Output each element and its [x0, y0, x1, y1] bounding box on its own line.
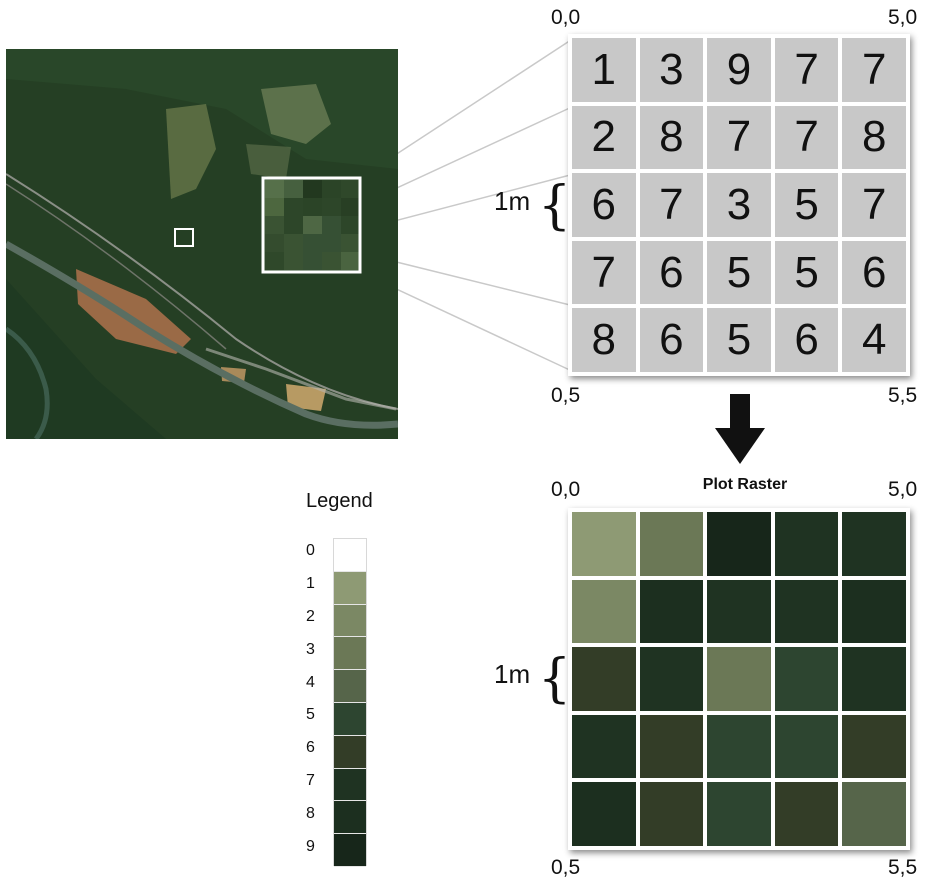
- coord-top-right: 5,0: [888, 6, 918, 29]
- raster-cell: [572, 782, 636, 846]
- legend-swatch: [334, 768, 366, 802]
- legend-swatch: [334, 735, 366, 769]
- legend-label: 5: [306, 706, 315, 724]
- raster-cell: [572, 512, 636, 576]
- raster-cell: [572, 579, 636, 644]
- raster-cell: [707, 714, 771, 779]
- raster-cell: [842, 714, 906, 779]
- grid-value-cell: 4: [842, 308, 906, 372]
- grid-value-cell: 8: [842, 105, 906, 170]
- arrow-down-icon: [715, 394, 765, 464]
- raster-cell: [707, 647, 771, 711]
- legend-label: 9: [306, 837, 315, 855]
- grid-value-cell: 6: [774, 308, 839, 372]
- raster-cell: [639, 512, 704, 576]
- legend-color-bar: [333, 538, 367, 867]
- zoom-inset: [261, 176, 362, 274]
- coord-top-left: 0,0: [551, 6, 581, 29]
- raster-cell: [774, 647, 839, 711]
- legend-label: 2: [306, 608, 315, 625]
- grid-value-cell: 6: [639, 308, 704, 372]
- scale-label: 1m: [494, 659, 531, 689]
- grid-value-cell: 5: [707, 308, 771, 372]
- legend-swatch: [334, 834, 366, 867]
- grid-value-cell: 7: [707, 105, 771, 170]
- grid-value-cell: 5: [774, 240, 839, 305]
- raster-cell: [639, 647, 704, 711]
- raster-cell: [774, 714, 839, 779]
- raster-cell: [842, 647, 906, 711]
- coord-top-left: 0,0: [551, 478, 581, 501]
- legend-label: 1: [306, 575, 315, 593]
- legend-swatch: [334, 670, 366, 703]
- legend-swatch: [334, 604, 366, 638]
- legend-label: 7: [306, 772, 315, 789]
- raster-cell: [572, 647, 636, 711]
- coord-bottom-right: 5,5: [888, 384, 918, 407]
- grid-value-cell: 5: [707, 240, 771, 305]
- raster-cell: [842, 782, 906, 846]
- raster-cell: [639, 714, 704, 779]
- legend-swatch: [334, 801, 366, 835]
- grid-value-cell: 5: [774, 173, 839, 237]
- legend-label: 0: [306, 542, 315, 560]
- raster-cell: [774, 782, 839, 846]
- grid-value-cell: 7: [842, 173, 906, 237]
- raster-cell: [707, 512, 771, 576]
- plot-raster-grid: [568, 508, 910, 850]
- grid-value-cell: 7: [639, 173, 704, 237]
- plot-title: Plot Raster: [702, 476, 788, 493]
- coord-top-right: 5,0: [888, 478, 918, 501]
- grid-value-cell: 7: [572, 240, 636, 305]
- legend-label: 3: [306, 640, 315, 658]
- legend-title: Legend: [306, 490, 373, 512]
- grid-value-cell: 8: [639, 105, 704, 170]
- raster-cell: [774, 579, 839, 644]
- grid-value-cell: 7: [774, 105, 839, 170]
- grid-value-cell: 7: [842, 38, 906, 102]
- legend-swatch: [334, 703, 366, 736]
- coord-bottom-right: 5,5: [888, 856, 918, 879]
- legend-label: 4: [306, 673, 315, 691]
- grid-value-cell: 2: [572, 105, 636, 170]
- grid-value-cell: 1: [572, 38, 636, 102]
- grid-value-cell: 6: [572, 173, 636, 237]
- legend-label: 8: [306, 804, 315, 822]
- raster-cell: [707, 782, 771, 846]
- coord-bottom-left: 0,5: [551, 856, 581, 879]
- left-curly-brace-icon: {: [538, 176, 572, 236]
- raster-cell: [774, 512, 839, 576]
- grid-value-cell: 9: [707, 38, 771, 102]
- raster-cell: [842, 579, 906, 644]
- left-curly-brace-icon: {: [538, 649, 572, 709]
- raster-cell: [707, 579, 771, 644]
- grid-value-cell: 6: [639, 240, 704, 305]
- selection-box: [174, 228, 194, 247]
- aerial-image: [6, 49, 398, 439]
- grid-value-cell: 3: [639, 38, 704, 102]
- raster-cell: [842, 512, 906, 576]
- grid-value-cell: 6: [842, 240, 906, 305]
- legend-swatch: [334, 571, 366, 605]
- raster-cell: [639, 782, 704, 846]
- grid-value-cell: 8: [572, 308, 636, 372]
- scale-label: 1m: [494, 186, 531, 216]
- legend-swatch: [334, 539, 366, 572]
- legend-label: 6: [306, 739, 315, 757]
- grid-value-cell: 3: [707, 173, 771, 237]
- coord-bottom-left: 0,5: [551, 384, 581, 407]
- grid-value-cell: 7: [774, 38, 839, 102]
- legend-swatch: [334, 637, 366, 671]
- raster-cell: [572, 714, 636, 779]
- raster-cell: [639, 579, 704, 644]
